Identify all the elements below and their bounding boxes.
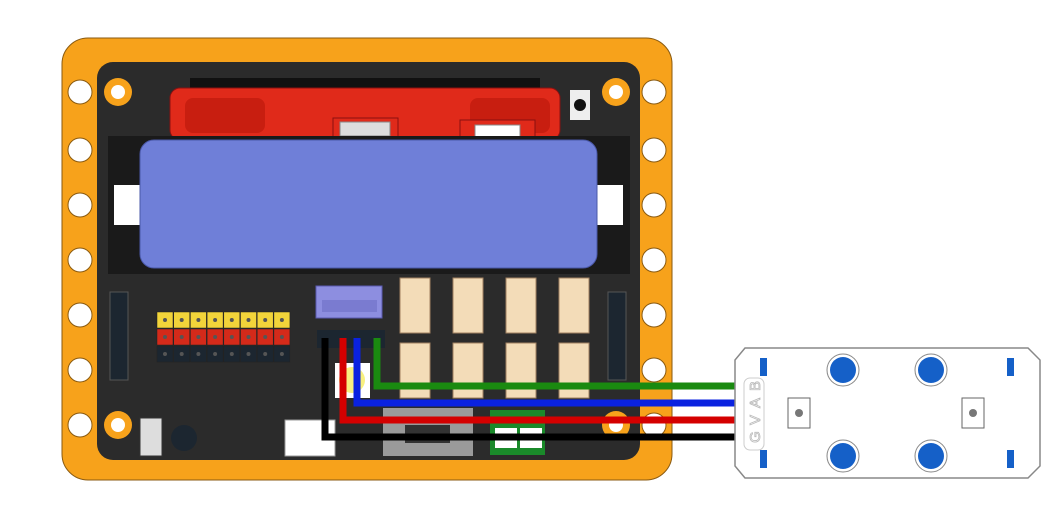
pin-hole xyxy=(229,318,234,322)
pin-label-a: A xyxy=(747,398,764,408)
pin-hole xyxy=(279,352,284,356)
pin-hole xyxy=(196,318,201,322)
servo-connector xyxy=(505,342,537,399)
pin-hole xyxy=(263,352,268,356)
right-side-header xyxy=(607,291,627,381)
frame-hole xyxy=(67,357,93,383)
sensor-port-header xyxy=(317,330,385,348)
frame-hole xyxy=(67,247,93,273)
wires xyxy=(321,338,745,441)
gpio-pin-headers xyxy=(156,311,291,363)
pin-hole xyxy=(246,318,251,322)
screw xyxy=(830,443,856,469)
pin-hole xyxy=(279,318,284,322)
servo-connector xyxy=(558,277,590,334)
wire-a xyxy=(353,338,745,407)
pin-label-g: G xyxy=(747,431,764,443)
frame-hole xyxy=(641,79,667,105)
servo-connector xyxy=(452,342,484,399)
pin-hole xyxy=(163,318,167,322)
pin-hole xyxy=(179,335,184,339)
pin-hole xyxy=(196,352,201,356)
pin-hole xyxy=(213,335,218,339)
servo-connector xyxy=(399,342,431,399)
screw xyxy=(830,357,856,383)
left-side-header xyxy=(109,291,129,381)
sensor-module: B A V G xyxy=(734,347,1041,479)
pin-hole xyxy=(163,352,167,356)
pin-label-b: B xyxy=(747,381,764,391)
wire-v xyxy=(339,338,745,424)
servo-connector xyxy=(558,342,590,399)
module-screws xyxy=(826,353,948,473)
servo-connector xyxy=(399,277,431,334)
screw xyxy=(918,357,944,383)
frame-hole xyxy=(641,247,667,273)
pin-hole xyxy=(263,335,268,339)
pin-hole xyxy=(213,318,218,322)
pin-hole xyxy=(246,335,251,339)
frame-hole xyxy=(67,192,93,218)
battery xyxy=(108,136,630,274)
frame-hole xyxy=(67,302,93,328)
pin-label-v: V xyxy=(747,415,764,425)
pin-hole xyxy=(163,335,167,339)
frame-hole xyxy=(641,302,667,328)
frame-hole xyxy=(641,192,667,218)
pin-hole xyxy=(229,335,234,339)
wire-g xyxy=(321,338,745,441)
servo-connector xyxy=(505,277,537,334)
mount-holes xyxy=(104,78,630,439)
frame-hole xyxy=(641,137,667,163)
frame-hole xyxy=(67,79,93,105)
frame-hole xyxy=(67,412,93,438)
pin-hole xyxy=(196,335,201,339)
pin-hole xyxy=(213,352,218,356)
pin-hole xyxy=(229,352,234,356)
i2c-connector xyxy=(315,285,383,319)
screw xyxy=(918,443,944,469)
pin-hole xyxy=(279,335,284,339)
frame-hole xyxy=(67,137,93,163)
pin-hole xyxy=(179,318,184,322)
wire-b xyxy=(373,338,745,390)
pin-hole xyxy=(179,352,184,356)
pin-hole xyxy=(263,318,268,322)
servo-connector xyxy=(452,277,484,334)
pin-hole xyxy=(246,352,251,356)
frame-hole xyxy=(641,357,667,383)
